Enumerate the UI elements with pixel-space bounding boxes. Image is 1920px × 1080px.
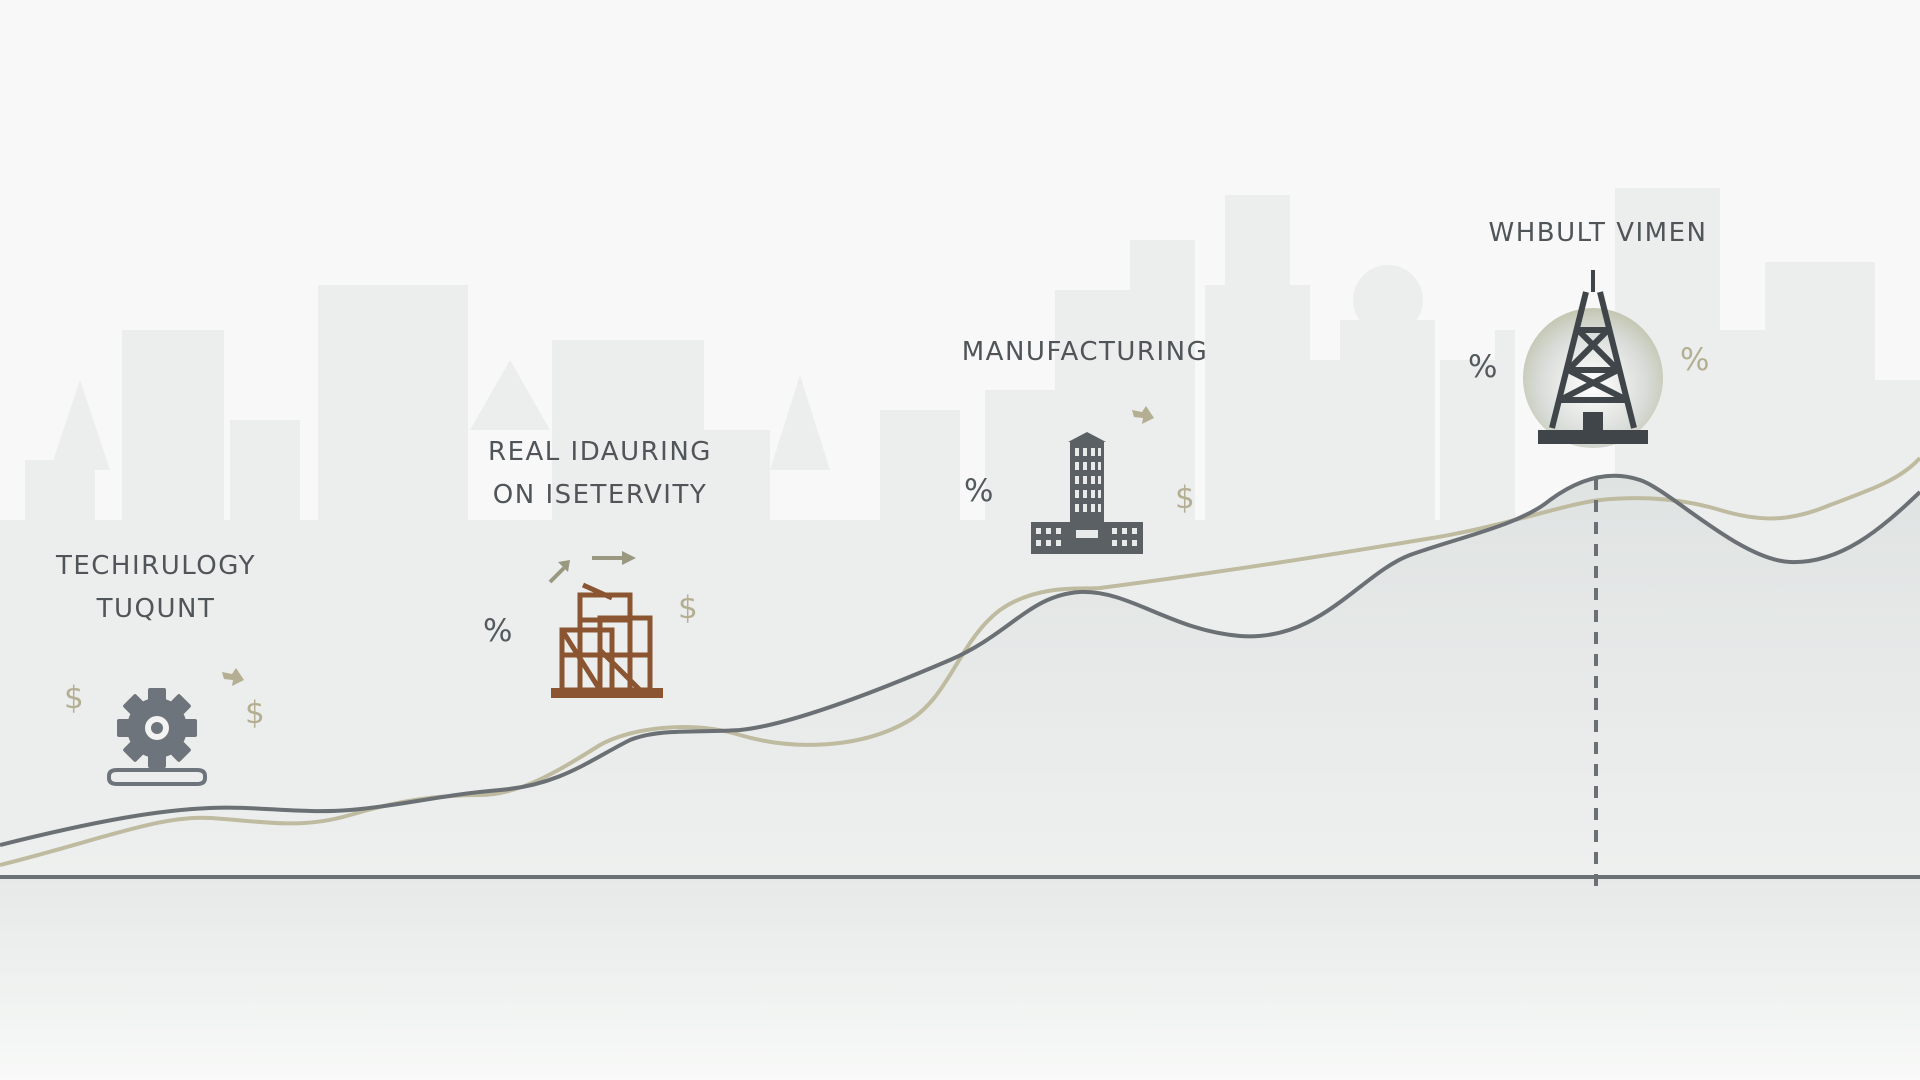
sector-label-real-estate-line2: ON ISETERVITY bbox=[492, 480, 708, 510]
sector-label-energy: WHBULT VIMEN bbox=[1460, 212, 1736, 255]
building-frame-icon bbox=[551, 582, 663, 698]
sector-label-real-estate-line1: REAL IDAURING bbox=[488, 437, 712, 467]
oil-derrick-icon bbox=[1523, 270, 1663, 448]
growth-arrow-icon bbox=[548, 551, 636, 584]
chart-area bbox=[0, 475, 1920, 876]
sector-label-manufacturing: MANUFACTURING bbox=[945, 331, 1225, 374]
sector-label-technology-line2: TUQUNT bbox=[96, 594, 216, 624]
sector-label-technology-line1: TECHIRULOGY bbox=[55, 551, 257, 581]
sector-label-real-estate: REAL IDAURING ON ISETERVITY bbox=[460, 431, 740, 517]
sector-label-energy-line1: WHBULT VIMEN bbox=[1488, 218, 1708, 248]
floor bbox=[0, 878, 1920, 1080]
main-trend-line bbox=[0, 473, 1920, 847]
dollar-symbol: $ bbox=[64, 680, 84, 716]
percent-symbol: % bbox=[1680, 342, 1710, 378]
olive-trend-line bbox=[0, 456, 1920, 867]
dollar-symbol: $ bbox=[245, 695, 265, 731]
percent-symbol: % bbox=[1468, 349, 1498, 385]
small-arrow-icon bbox=[222, 406, 1154, 686]
percent-symbol: % bbox=[483, 613, 513, 649]
sector-label-technology: TECHIRULOGY TUQUNT bbox=[28, 545, 284, 631]
dollar-symbol: $ bbox=[678, 590, 698, 626]
dollar-symbol: $ bbox=[1175, 480, 1195, 516]
gear-icon bbox=[107, 688, 207, 786]
office-tower-icon bbox=[1031, 432, 1143, 554]
sector-label-manufacturing-line1: MANUFACTURING bbox=[961, 337, 1209, 367]
percent-symbol: % bbox=[964, 473, 994, 509]
